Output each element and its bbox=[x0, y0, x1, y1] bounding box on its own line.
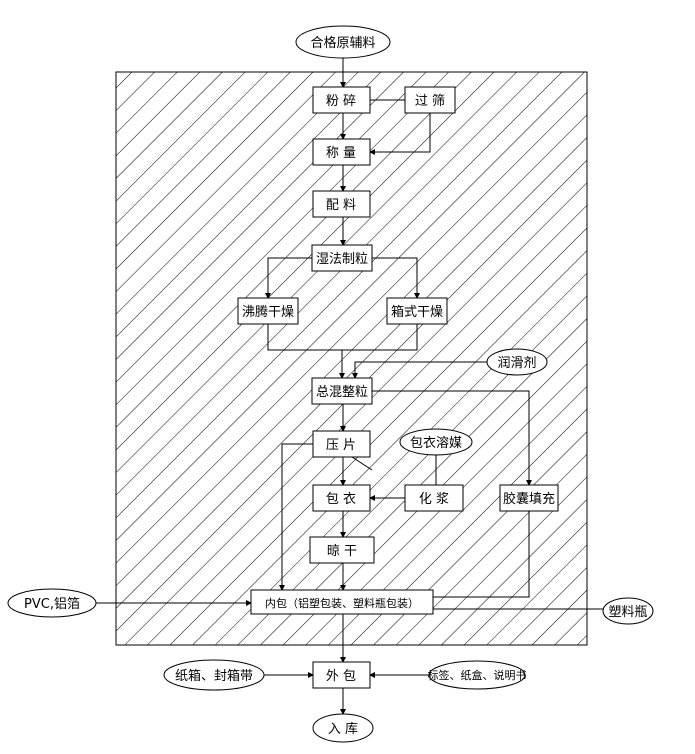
node-label: 胶囊填充 bbox=[503, 491, 555, 507]
node-raw-materials: 合格原辅料 bbox=[295, 25, 391, 59]
node-label: 包 衣 bbox=[326, 491, 356, 507]
node-label: 总混整粒 bbox=[316, 385, 368, 400]
node-label: 标签、纸盒、说明书 bbox=[428, 668, 527, 682]
node-label: 粉 碎 bbox=[326, 94, 356, 109]
node-final-blend: 总混整粒 bbox=[311, 377, 373, 405]
node-label: 入 库 bbox=[328, 721, 358, 737]
node-label: 箱式干燥 bbox=[391, 304, 443, 320]
node-label: 配 料 bbox=[326, 198, 356, 213]
node-lubricant: 润滑剂 bbox=[486, 348, 548, 376]
node-weigh: 称 量 bbox=[312, 138, 371, 166]
node-label: 称 量 bbox=[326, 146, 356, 161]
node-wet-granulation: 湿法制粒 bbox=[311, 244, 373, 272]
node-box-drying: 箱式干燥 bbox=[386, 297, 448, 325]
node-slurry: 化 浆 bbox=[404, 484, 464, 512]
node-labels-boxes: 标签、纸盒、说明书 bbox=[428, 660, 527, 690]
node-label: 湿法制粒 bbox=[316, 252, 368, 267]
node-label: 塑料瓶 bbox=[608, 605, 647, 620]
node-carton-tape: 纸箱、封箱带 bbox=[163, 659, 265, 691]
node-label: 外 包 bbox=[326, 669, 356, 684]
node-label: 晾 干 bbox=[327, 543, 357, 559]
node-label: 纸箱、封箱带 bbox=[175, 668, 253, 684]
node-plastic-bottle: 塑料瓶 bbox=[602, 597, 654, 625]
node-air-dry: 晾 干 bbox=[309, 536, 375, 564]
connectors bbox=[96, 58, 603, 715]
node-mix: 配 料 bbox=[312, 190, 371, 218]
node-label: 润滑剂 bbox=[497, 356, 536, 371]
node-inner-packaging: 内包（铝塑包装、塑料瓶包装） bbox=[250, 589, 434, 615]
node-label: 化 浆 bbox=[419, 492, 449, 507]
node-capsule-filling: 胶囊填充 bbox=[499, 484, 559, 512]
node-fluid-bed-drying: 沸腾干燥 bbox=[237, 297, 299, 325]
node-outer-packaging: 外 包 bbox=[312, 661, 371, 689]
node-label: 沸腾干燥 bbox=[242, 304, 294, 320]
node-coating-solvent: 包衣溶媒 bbox=[399, 428, 473, 456]
node-storage: 入 库 bbox=[312, 713, 374, 743]
node-label: 内包（铝塑包装、塑料瓶包装） bbox=[265, 596, 419, 610]
node-sieve: 过 筛 bbox=[404, 86, 456, 114]
node-coating: 包 衣 bbox=[312, 484, 371, 512]
node-label: 合格原辅料 bbox=[310, 35, 375, 51]
node-pvc-foil: PVC,铝箔 bbox=[7, 588, 97, 618]
node-label: 压 片 bbox=[326, 438, 356, 453]
node-label: 包衣溶媒 bbox=[410, 435, 462, 451]
node-label: 过 筛 bbox=[415, 94, 445, 109]
node-crush: 粉 碎 bbox=[312, 86, 371, 114]
node-tablet-press: 压 片 bbox=[312, 430, 371, 458]
node-label: PVC,铝箔 bbox=[24, 596, 80, 612]
